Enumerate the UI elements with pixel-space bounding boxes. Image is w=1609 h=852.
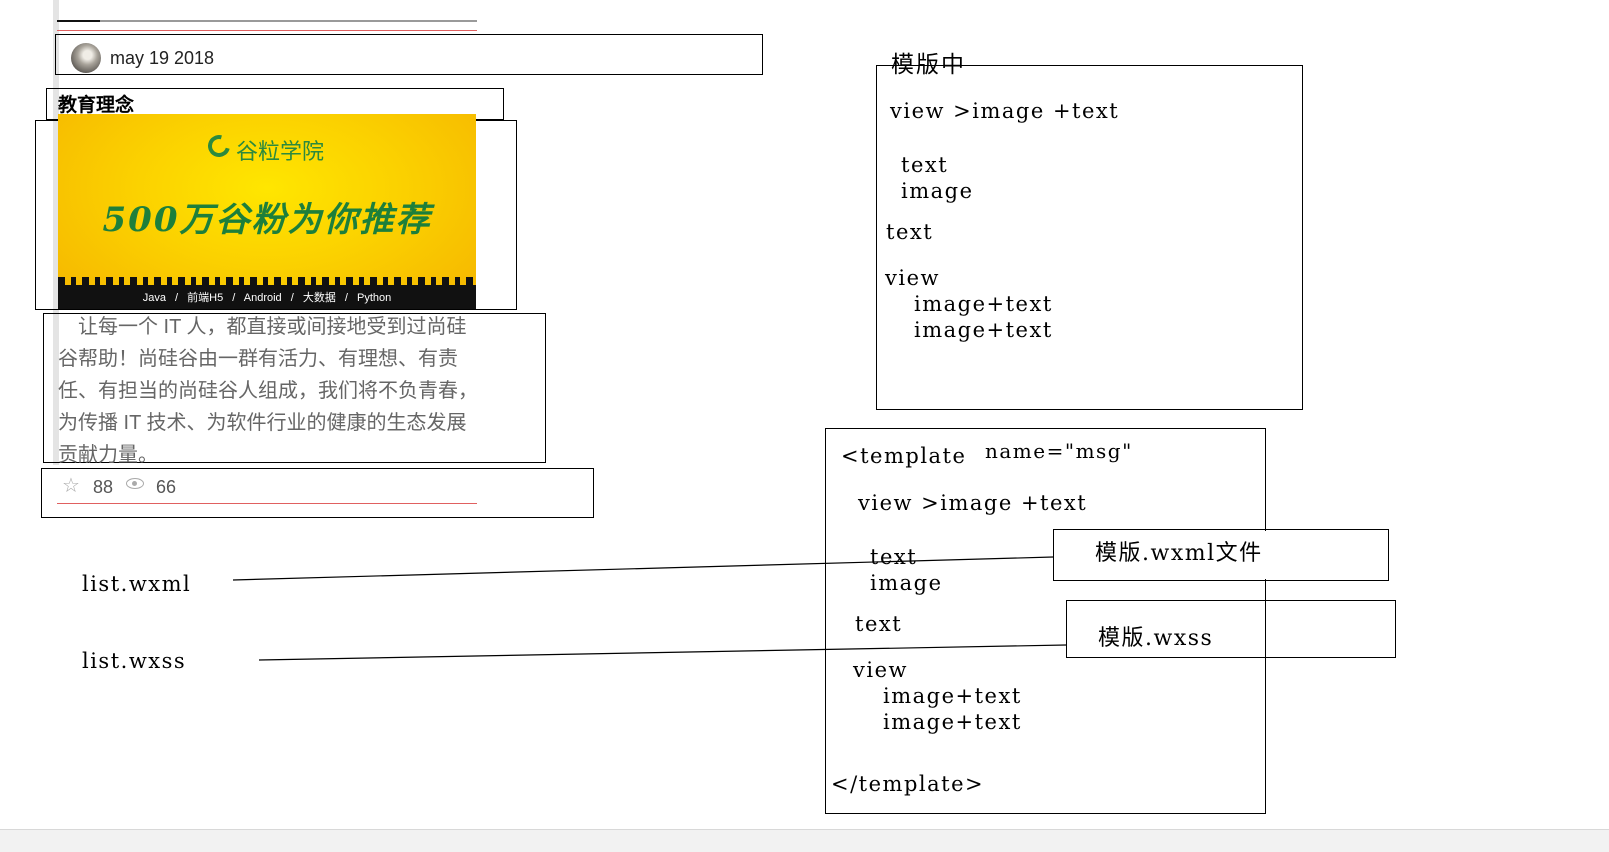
wxml-target-box (1053, 529, 1389, 581)
template-code-line: text (855, 612, 903, 636)
eye-icon (126, 478, 144, 489)
post-banner-image: 谷粒学院 500万谷粉为你推荐 Java / 前端H5 / Android / … (58, 114, 476, 309)
post-date: may 19 2018 (110, 48, 215, 68)
template-code-line: view >image +text (858, 491, 1088, 515)
header-outline (55, 34, 763, 75)
banner-logo-text: 谷粒学院 (236, 139, 325, 164)
template-panel-line: view >image +text (890, 99, 1120, 123)
stats-outline (41, 468, 594, 518)
wxml-target-label: 模版.wxml文件 (1095, 541, 1263, 566)
post-title: 教育理念 (58, 95, 135, 116)
template-panel-line: view (885, 266, 940, 290)
template-panel-line: image (901, 179, 974, 203)
top-divider-red (57, 30, 477, 31)
top-divider-gray (100, 20, 477, 22)
description-outline (43, 313, 546, 463)
post-description: 让每一个 IT 人，都直接或间接地受到过尚硅谷帮助！尚硅谷由一群有活力、有理想、… (58, 316, 478, 463)
avatar (71, 43, 101, 73)
description-clip: 让每一个 IT 人，都直接或间接地受到过尚硅谷帮助！尚硅谷由一群有活力、有理想、… (58, 311, 483, 463)
window-bottom-bar (0, 829, 1609, 852)
template-open-tag: <template (841, 444, 967, 468)
template-code-panel (825, 428, 1266, 814)
eye-icon-pupil (132, 481, 137, 486)
template-code-line: image+text (883, 710, 1022, 734)
top-divider-dark (57, 20, 100, 22)
star-count: 88 (93, 477, 114, 497)
wxss-target-box (1066, 600, 1396, 658)
template-code-line: view (853, 658, 908, 682)
file-label-wxss: list.wxss (82, 649, 187, 673)
bottom-divider-red (57, 503, 477, 504)
star-icon: ☆ (62, 475, 80, 497)
file-label-wxml: list.wxml (82, 572, 192, 596)
view-count: 66 (156, 477, 177, 497)
logo-icon (203, 130, 235, 162)
template-panel-line: text (901, 153, 949, 177)
template-name-attr: name="msg" (985, 439, 1133, 463)
template-code-line: image (870, 571, 943, 595)
banner-tags: Java / 前端H5 / Android / 大数据 / Python (142, 292, 392, 304)
banner-slogan: 500万谷粉为你推荐 (102, 200, 432, 240)
banner-bottom-bar (58, 285, 476, 309)
template-code-line: text (870, 545, 918, 569)
template-close-tag: </template> (831, 772, 985, 796)
template-panel-line: text (886, 220, 934, 244)
template-code-line: image+text (883, 684, 1022, 708)
banner-grass-edge (58, 277, 476, 287)
template-panel-line: image+text (914, 292, 1053, 316)
wxss-target-label: 模版.wxss (1098, 626, 1214, 651)
card-left-strip (53, 0, 59, 465)
template-code-panel-gap (1258, 531, 1268, 579)
template-panel (876, 65, 1303, 410)
template-panel-line: image+text (914, 318, 1053, 342)
